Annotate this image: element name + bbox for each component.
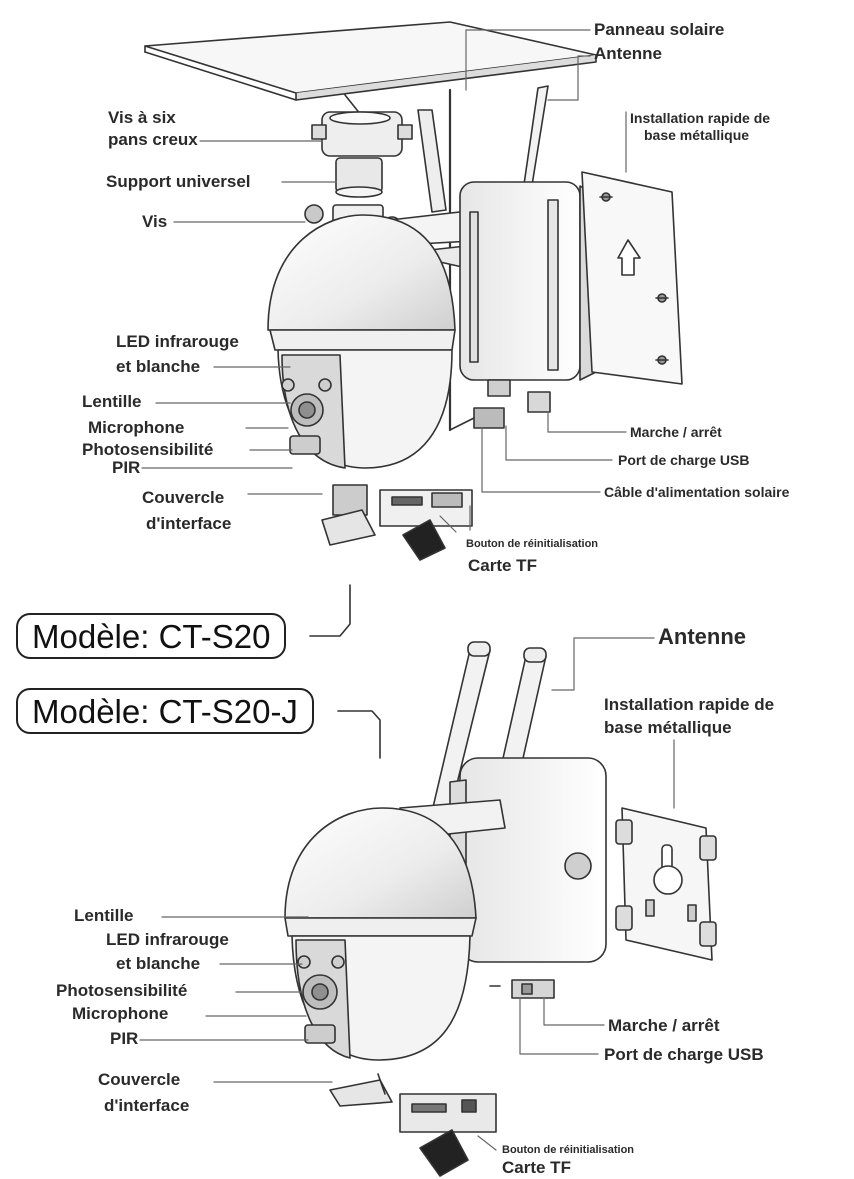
label-quick-install-bottom-2: base métallique xyxy=(604,718,732,737)
label-antenna-top: Antenne xyxy=(594,44,662,63)
label-solar-panel: Panneau solaire xyxy=(594,20,725,39)
top-battery-box-drawing xyxy=(459,181,597,381)
label-ir-led-2: et blanche xyxy=(116,357,201,376)
top-dome-camera-drawing xyxy=(267,214,456,469)
top-ports-drawing xyxy=(449,379,551,431)
label-solar-cable: Câble d'alimentation solaire xyxy=(604,484,790,500)
top-metal-base-drawing xyxy=(581,171,683,385)
label-pir-bottom: PIR xyxy=(110,1029,139,1048)
solar-panel-drawing xyxy=(144,21,597,432)
label-hex-screws-2: pans creux xyxy=(108,130,198,149)
bottom-dome-camera-drawing xyxy=(284,807,477,1061)
bottom-tf-tray-drawing xyxy=(329,1073,497,1177)
label-universal-mount: Support universel xyxy=(106,172,251,191)
label-photosensitivity: Photosensibilité xyxy=(82,440,214,459)
model-label-ct-s20-j: Modèle: CT-S20-J xyxy=(16,688,314,734)
label-tf-card-bottom: Carte TF xyxy=(502,1158,571,1177)
universal-support-drawing xyxy=(311,109,447,213)
bottom-leader-lines xyxy=(139,637,675,1151)
label-interface-cover-2: d'interface xyxy=(146,514,232,533)
label-ir-led-1: LED infrarouge xyxy=(116,332,239,351)
label-quick-install-1: Installation rapide de xyxy=(630,110,771,126)
label-reset-button: Bouton de réinitialisation xyxy=(466,538,599,550)
label-photosensitivity-bottom: Photosensibilité xyxy=(56,981,188,1000)
label-antenna-bottom: Antenne xyxy=(658,624,746,649)
label-pir: PIR xyxy=(112,458,141,477)
label-interface-cover-bottom-1: Couvercle xyxy=(98,1070,181,1089)
label-interface-cover-bottom-2: d'interface xyxy=(104,1096,190,1115)
model-label-ct-s20: Modèle: CT-S20 xyxy=(16,613,287,659)
label-interface-cover-1: Couvercle xyxy=(142,488,225,507)
label-quick-install-bottom-1: Installation rapide de xyxy=(604,695,775,714)
bottom-metal-base-drawing xyxy=(615,807,717,961)
label-ir-led-bottom-2: et blanche xyxy=(116,954,201,973)
label-ir-led-bottom-1: LED infrarouge xyxy=(106,930,229,949)
model-connectors xyxy=(309,584,381,759)
label-tf-card: Carte TF xyxy=(468,556,537,575)
label-lens: Lentille xyxy=(82,392,142,411)
label-quick-install-2: base métallique xyxy=(644,127,750,143)
top-tf-tray-drawing xyxy=(321,484,473,561)
label-microphone-bottom: Microphone xyxy=(72,1004,169,1023)
label-lens-bottom: Lentille xyxy=(74,906,134,925)
top-leader-lines xyxy=(141,29,627,533)
label-reset-button-bottom: Bouton de réinitialisation xyxy=(502,1144,635,1156)
label-usb-port-bottom: Port de charge USB xyxy=(604,1045,764,1064)
label-hex-screws-1: Vis à six xyxy=(108,108,176,127)
label-power-switch: Marche / arrêt xyxy=(630,424,722,440)
bottom-ports-drawing xyxy=(489,979,555,999)
label-power-switch-bottom: Marche / arrêt xyxy=(608,1016,720,1035)
label-usb-port: Port de charge USB xyxy=(618,452,750,468)
label-microphone: Microphone xyxy=(88,418,185,437)
label-screw: Vis xyxy=(142,212,168,231)
